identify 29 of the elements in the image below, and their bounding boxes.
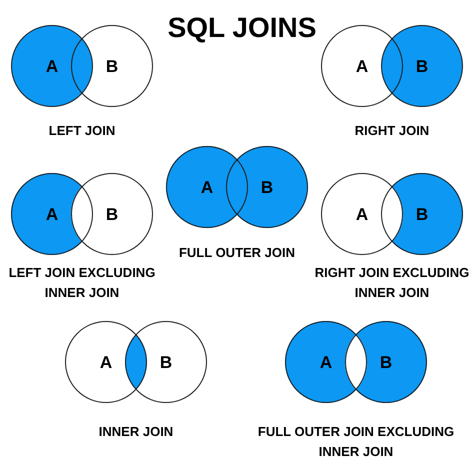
set-label: A — [320, 354, 332, 370]
set-label: A — [100, 354, 112, 370]
venn-circle — [71, 173, 153, 255]
join-caption: FULL OUTER JOIN — [178, 244, 296, 262]
venn-circle — [71, 25, 153, 107]
venn-circle — [321, 173, 403, 255]
set-label: A — [46, 206, 58, 222]
set-label: A — [46, 58, 58, 74]
set-label: B — [416, 206, 428, 222]
set-label: B — [380, 354, 392, 370]
set-label: B — [106, 206, 118, 222]
venn-circle — [226, 146, 308, 228]
set-label: B — [260, 178, 274, 196]
join-caption: LEFT JOIN EXCLUDING INNER JOIN — [8, 264, 156, 302]
set-label: A — [200, 178, 214, 196]
venn-circle — [166, 146, 248, 228]
set-label: A — [356, 58, 368, 74]
diagram-title: SQL JOINS — [168, 12, 316, 44]
set-label: B — [106, 58, 118, 74]
set-label: B — [160, 354, 172, 370]
set-label: B — [416, 58, 428, 74]
join-caption: RIGHT JOIN EXCLUDING INNER JOIN — [314, 264, 470, 302]
join-caption: INNER JOIN — [98, 423, 174, 441]
join-caption: RIGHT JOIN — [354, 122, 430, 140]
venn-circle — [65, 321, 147, 403]
set-label: A — [356, 206, 368, 222]
join-caption: FULL OUTER JOIN EXCLUDING INNER JOIN — [256, 423, 456, 461]
venn-circle — [125, 321, 207, 403]
join-caption: LEFT JOIN — [48, 122, 116, 140]
